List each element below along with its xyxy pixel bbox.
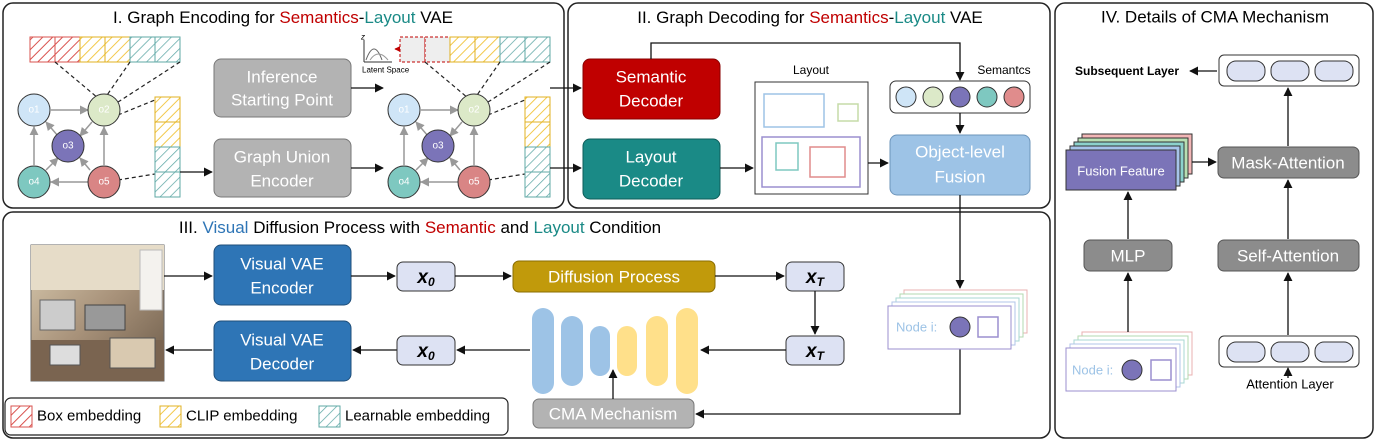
svg-text:o4: o4 [398,177,410,188]
legend-learn-swatch [318,405,341,428]
panel-4-frame [1054,2,1374,439]
panel-1-frame [2,2,565,209]
layout-canvas [754,81,869,195]
svg-text:Self-Attention: Self-Attention [1237,247,1339,266]
cma-mechanism-box: CMA Mechanism [532,398,695,429]
arrow-semantic-to-semantics [650,42,965,81]
svg-text:Semantic: Semantic [616,68,687,87]
svg-text:MLP: MLP [1111,247,1146,266]
room-photo [30,244,165,382]
embedding-strip-top-2 [399,36,551,63]
layout-label: Layout [793,63,830,77]
semantic-decoder-box: Semantic Decoder [582,58,721,120]
visual-vae-encoder-box: Visual VAE Encoder [213,244,352,306]
legend-clip-swatch [159,405,182,428]
svg-text:Fusion: Fusion [934,168,985,187]
svg-text:Node i:: Node i: [1072,363,1113,378]
legend-learn-label: Learnable embedding [345,408,490,425]
arrow-node-to-cma [695,348,961,419]
embedding-column-right [524,96,551,198]
x0-top-box: x0 [396,261,456,292]
legend: Box embedding CLIP embedding Learnable e… [4,397,509,436]
svg-text:Visual VAE: Visual VAE [240,331,323,350]
xT-top-box: xT [785,261,845,292]
graph-union-encoder-box: Graph Union Encoder [213,138,352,198]
svg-text:xT: xT [805,267,826,290]
svg-text:o2: o2 [98,105,110,116]
graph-left: o1 o2 o3 o4 o5 [17,93,121,199]
attention-layer-label: Attention Layer [1246,377,1334,392]
self-attention-box: Self-Attention [1217,239,1360,272]
svg-text:Encoder: Encoder [250,172,314,191]
object-level-fusion-box: Object-level Fusion [889,134,1031,196]
svg-text:Node i:: Node i: [896,320,937,335]
svg-text:Graph Union: Graph Union [234,148,330,167]
embedding-links-1 [54,61,181,181]
svg-text:Decoder: Decoder [619,172,684,191]
subsequent-layer-box [1218,54,1360,87]
visual-vae-decoder-box: Visual VAE Decoder [213,320,352,382]
svg-text:o2: o2 [468,105,480,116]
subsequent-layer-label: Subsequent Layer [1075,64,1179,78]
inference-starting-point-box: Inference Starting Point [213,58,352,118]
x0-bottom-box: x0 [396,335,456,366]
svg-text:o5: o5 [98,177,110,188]
svg-text:Inference: Inference [247,68,318,87]
graph-right: o1 o2 o3 o4 o5 [387,93,491,199]
svg-text:Decoder: Decoder [619,92,684,111]
svg-text:z: z [360,33,365,42]
mlp-box: MLP [1083,239,1173,272]
panel-4-title: IV. Details of CMA Mechanism [1101,8,1329,27]
node-i-stack-right: Node i: [887,289,1028,350]
panel-2-title: II. Graph Decoding for Semantics-Layout … [637,8,983,27]
semantics-bar [889,80,1031,114]
fusion-feature-stack: Fusion Feature [1065,133,1193,191]
svg-text:xT: xT [805,341,826,364]
svg-text:Fusion Feature: Fusion Feature [1077,164,1164,179]
svg-text:Mask-Attention: Mask-Attention [1231,154,1344,173]
latent-space-icon: z Latent Space [360,33,410,75]
svg-text:x0: x0 [416,341,435,364]
layout-decoder-box: Layout Decoder [582,138,721,200]
svg-text:CMA Mechanism: CMA Mechanism [549,405,677,424]
svg-text:o1: o1 [398,105,410,116]
panel-3-frame [2,211,1051,439]
svg-text:Diffusion Process: Diffusion Process [548,268,680,287]
svg-text:o4: o4 [28,177,40,188]
svg-text:Starting Point: Starting Point [231,91,333,110]
embedding-column-left [154,96,181,198]
panel-1-title: I. Graph Encoding for Semantics-Layout V… [113,8,453,27]
svg-text:Object-level: Object-level [915,143,1005,162]
panel-2-frame [567,2,1051,209]
svg-text:Latent Space: Latent Space [362,66,410,75]
legend-clip-label: CLIP embedding [186,408,297,425]
node-i-stack-cma: Node i: [1065,331,1193,392]
svg-text:x0: x0 [416,267,435,290]
diffusion-process-box: Diffusion Process [512,260,716,293]
embedding-links-2 [424,61,551,181]
legend-box-swatch [10,405,33,428]
attention-layer-box [1218,335,1360,368]
svg-text:o3: o3 [432,141,444,152]
semantics-label: Semantcs [977,63,1030,77]
panel-3-title: III. Visual Diffusion Process with Seman… [179,218,661,237]
svg-text:o5: o5 [468,177,480,188]
svg-text:Decoder: Decoder [250,355,315,374]
embedding-strip-top [29,36,181,63]
legend-box-label: Box embedding [37,408,141,425]
svg-text:Encoder: Encoder [250,279,314,298]
unet-icon [532,308,698,394]
svg-text:Visual VAE: Visual VAE [240,255,323,274]
svg-text:o3: o3 [62,141,74,152]
mask-attention-box: Mask-Attention [1217,146,1360,179]
svg-text:o1: o1 [28,105,40,116]
xT-bottom-box: xT [785,335,845,366]
svg-text:Layout: Layout [625,148,676,167]
